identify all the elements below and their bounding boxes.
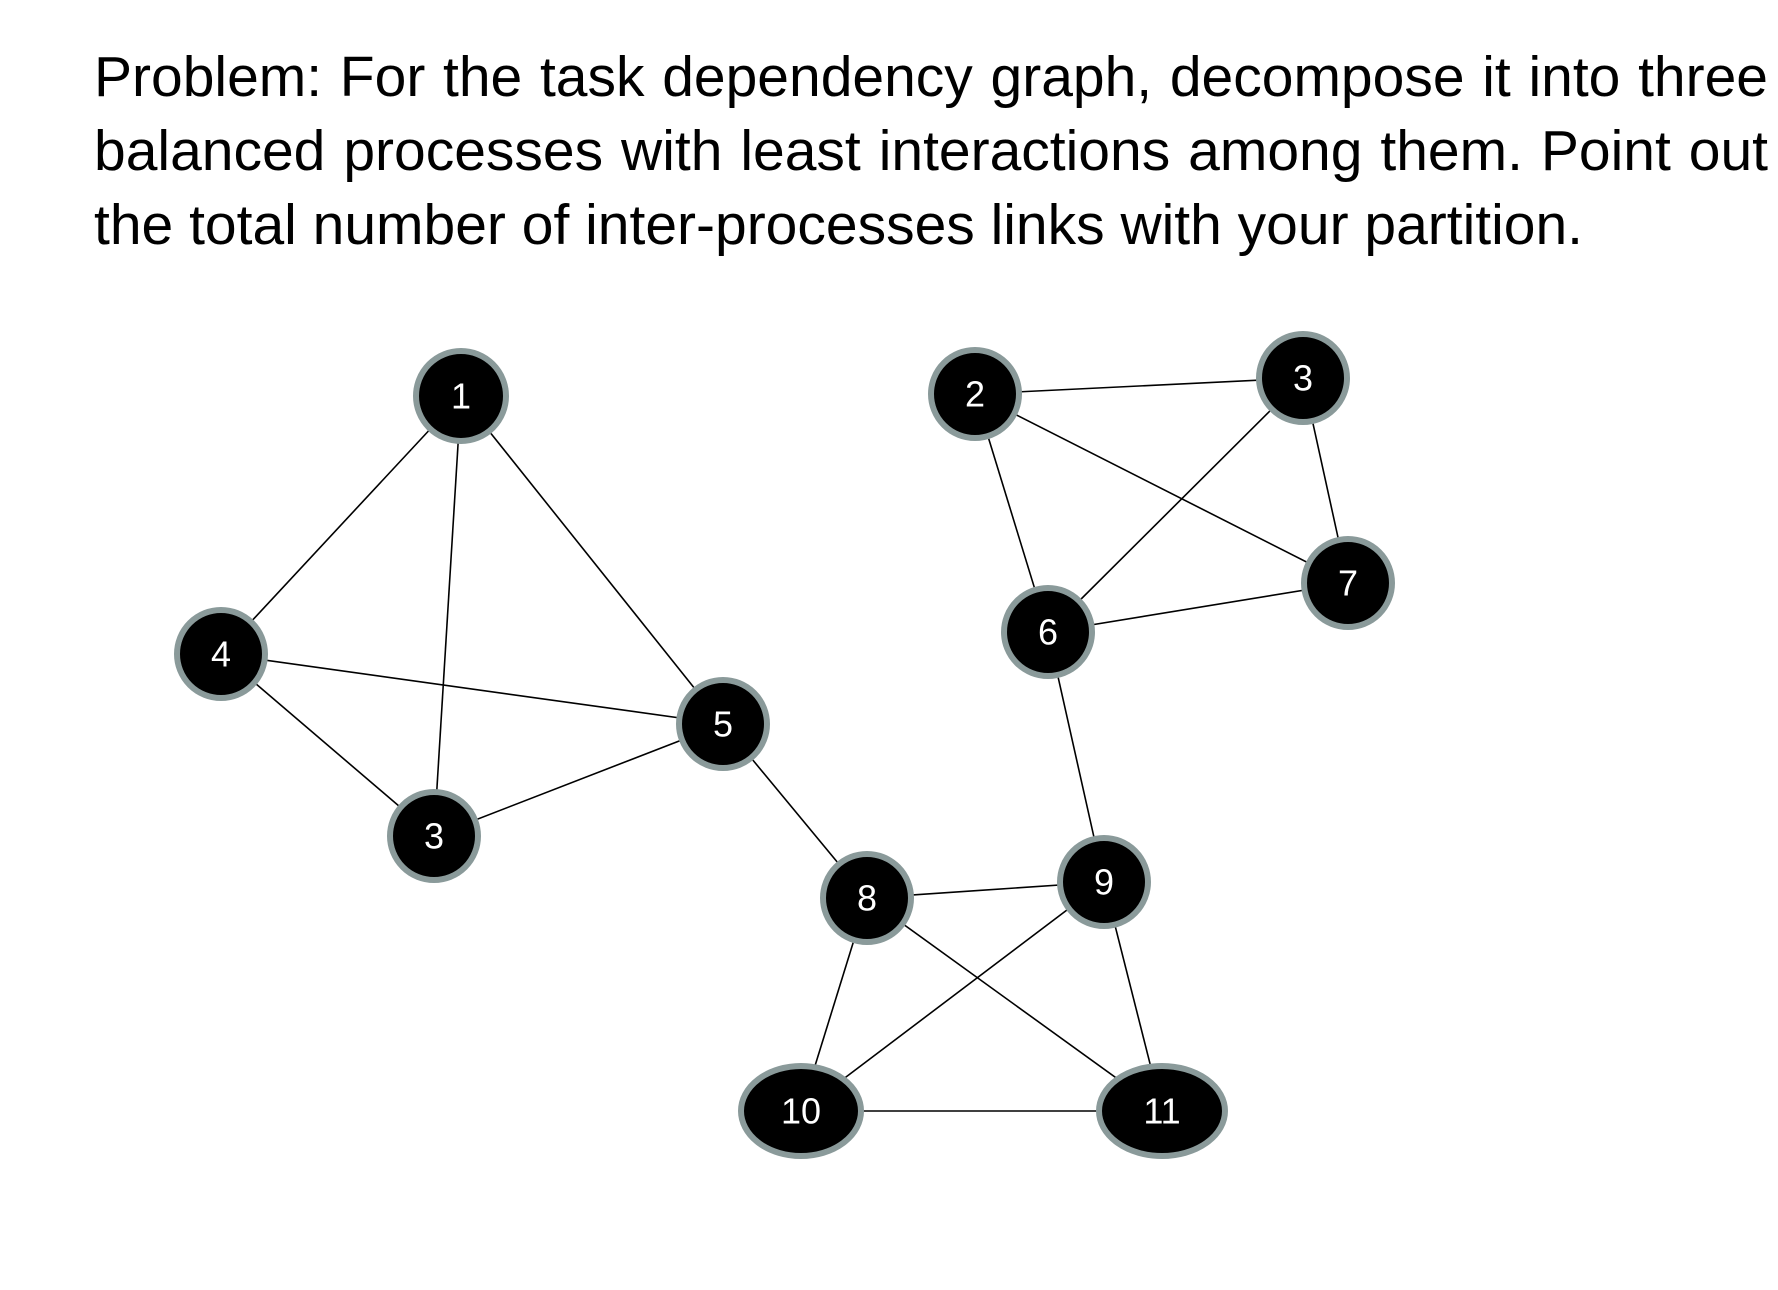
node-label: 3	[1293, 358, 1313, 399]
node-label: 11	[1143, 1091, 1180, 1132]
node-circle	[738, 1063, 864, 1159]
node-n6: 6	[1001, 585, 1095, 679]
node-circle	[676, 677, 770, 771]
node-label: 4	[211, 634, 231, 675]
node-n11: 11	[1096, 1063, 1228, 1159]
node-label: 3	[424, 816, 444, 857]
problem-statement: Problem: For the task dependency graph, …	[94, 45, 1768, 257]
node-circle	[928, 347, 1022, 441]
edge-n1-n5	[460, 395, 724, 725]
edge-n2-n3b	[974, 377, 1304, 395]
node-n7: 7	[1301, 536, 1395, 630]
node-label: 7	[1338, 563, 1358, 604]
node-n2: 2	[928, 347, 1022, 441]
node-n10: 10	[738, 1063, 864, 1159]
node-n3b: 3	[1256, 331, 1350, 425]
node-label: 9	[1094, 862, 1114, 903]
node-circle	[387, 789, 481, 883]
node-n4: 4	[174, 607, 268, 701]
node-circle	[820, 851, 914, 945]
edge-n4-n5	[220, 653, 724, 725]
node-n1: 1	[413, 348, 509, 444]
node-label: 2	[965, 374, 985, 415]
nodes: 1 4 3 5 2 3 7 6 8 9 10 11	[174, 331, 1395, 1159]
node-n9: 9	[1057, 835, 1151, 929]
node-label: 5	[713, 704, 733, 745]
edge-n1-n3a	[433, 395, 462, 837]
node-circle	[174, 607, 268, 701]
edge-n2-n7	[974, 393, 1349, 584]
edge-n3a-n5	[433, 723, 724, 837]
node-circle	[1256, 331, 1350, 425]
edge-n9-n10	[800, 881, 1105, 1112]
node-circle	[413, 348, 509, 444]
node-n5: 5	[676, 677, 770, 771]
edges	[220, 377, 1349, 1112]
edge-n6-n7	[1047, 582, 1349, 633]
node-n8: 8	[820, 851, 914, 945]
edge-n1-n4	[220, 395, 462, 655]
edge-n8-n11	[866, 897, 1163, 1112]
node-circle	[1301, 536, 1395, 630]
node-circle	[1001, 585, 1095, 679]
node-label: 8	[857, 878, 877, 919]
node-circle	[1057, 835, 1151, 929]
node-label: 6	[1038, 612, 1058, 653]
node-label: 1	[451, 376, 471, 417]
node-label: 10	[781, 1091, 821, 1132]
node-circle	[1096, 1063, 1228, 1159]
node-n3a: 3	[387, 789, 481, 883]
edge-n3b-n6	[1047, 377, 1304, 633]
